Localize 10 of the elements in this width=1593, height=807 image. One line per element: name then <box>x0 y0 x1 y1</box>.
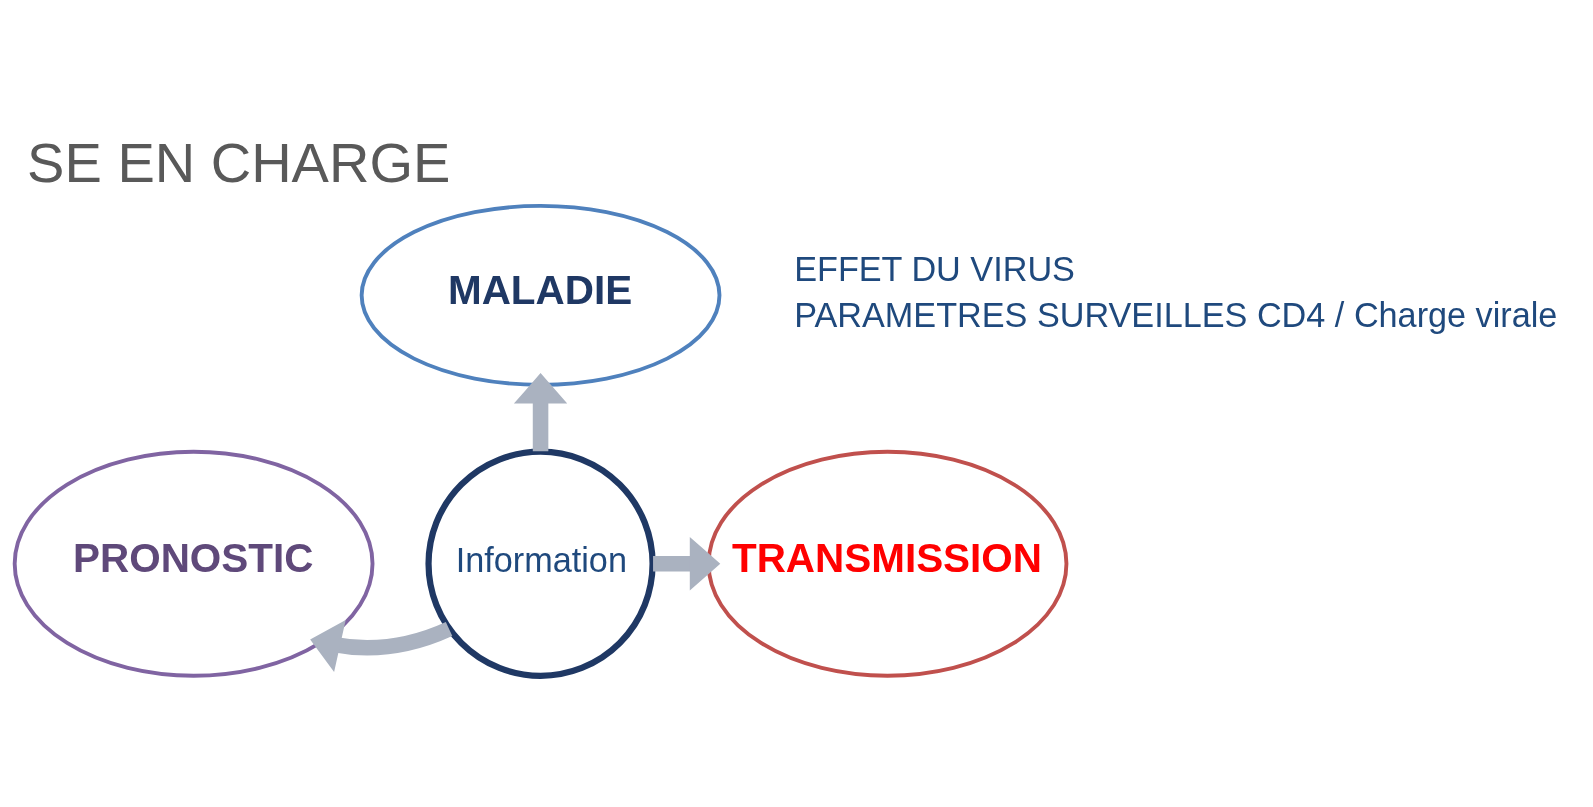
arrow <box>310 620 453 673</box>
diagram-title: SE EN CHARGE <box>27 131 451 195</box>
node-ellipse: PRONOSTIC <box>12 449 375 678</box>
node-label: EFFET DU VIRUS <box>794 249 1075 288</box>
node-label: PARAMETRES SURVEILLES CD4 / Charge virale <box>794 296 1558 335</box>
arrow <box>513 373 568 452</box>
arrow <box>653 537 721 591</box>
node-ellipse: TRANSMISSION <box>706 449 1069 678</box>
node-ellipse: MALADIE <box>359 203 722 387</box>
node-circle: Information <box>425 448 656 679</box>
